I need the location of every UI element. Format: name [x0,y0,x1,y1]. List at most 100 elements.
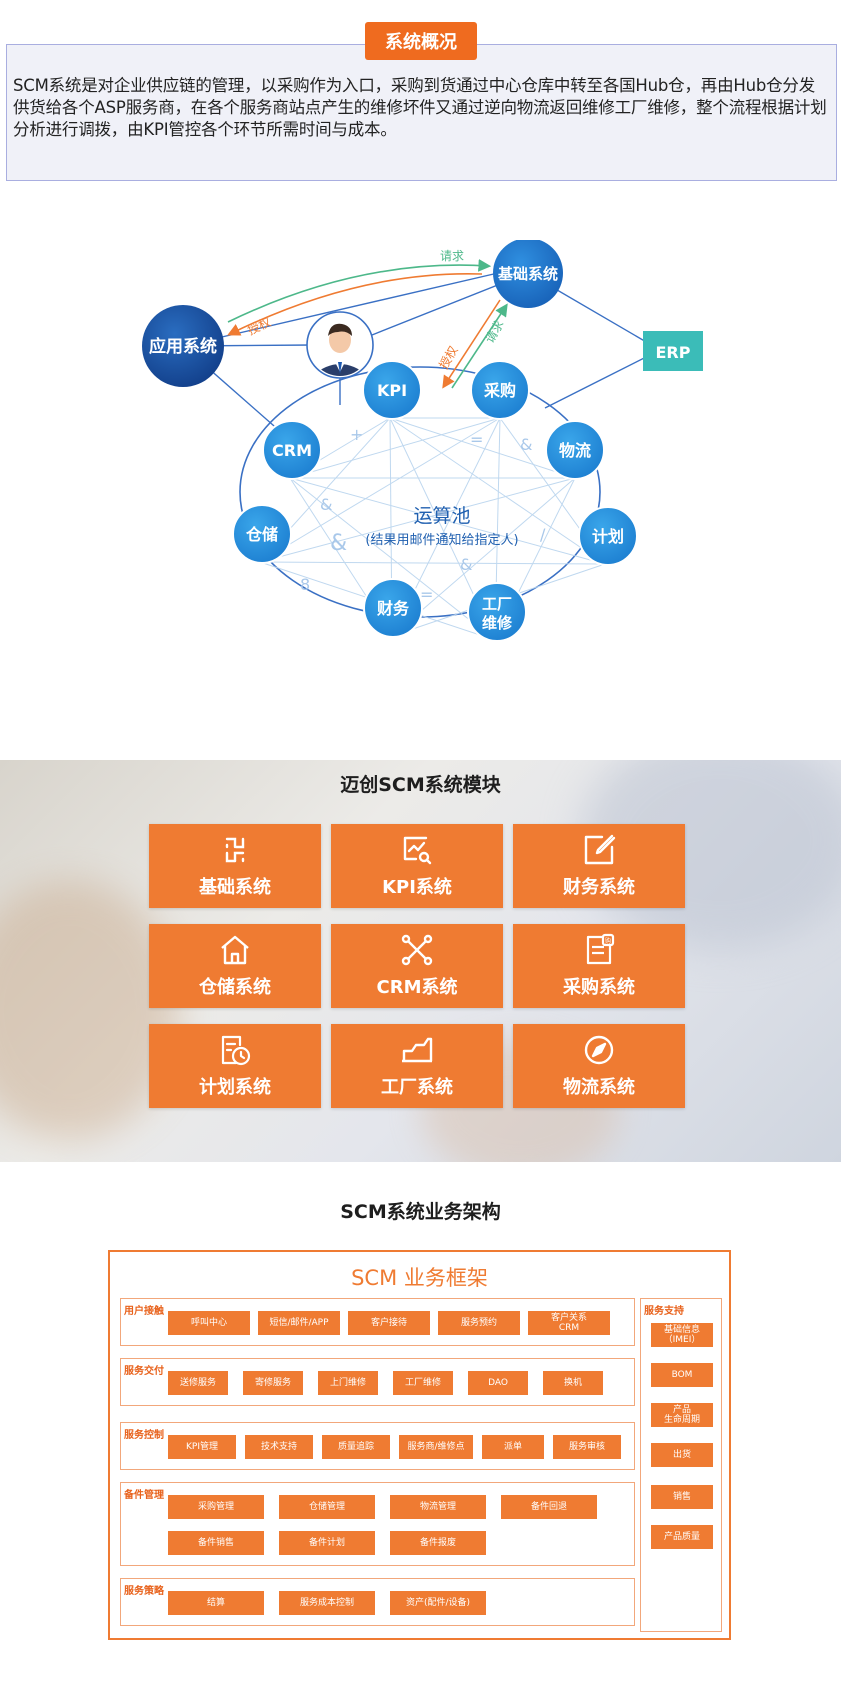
arch-chip[interactable]: 客户关系 CRM [528,1311,610,1335]
pool-node-label: 采购 [483,381,516,400]
group-service-strategy: 服务策略 结算 服务成本控制 资产(配件/设备) [120,1578,635,1626]
module-label: CRM系统 [376,977,458,998]
erp-label: ERP [656,343,691,362]
pool-node-circle [363,578,423,638]
erp-node [643,331,703,371]
arch-chip[interactable]: 备件计划 [279,1531,375,1555]
pool-node-label: 物流 [559,441,591,460]
module-factory-system[interactable]: 工厂系统 [331,1024,503,1108]
finance-edit-icon [584,834,616,865]
group-label: 用户接触 [124,1306,164,1317]
svg-text:/: / [540,525,546,544]
pool-node-label: CRM [272,441,312,460]
app-system-label: 应用系统 [149,336,217,357]
architecture-heading: SCM 业务框架 [351,1266,488,1290]
arch-chip[interactable]: 上门维修 [318,1371,378,1395]
arch-chip[interactable]: 工厂维修 [393,1371,453,1395]
support-chip[interactable]: 产品质量 [651,1525,713,1549]
arch-chip[interactable]: 服务成本控制 [279,1591,375,1615]
support-chip[interactable]: 出货 [651,1443,713,1467]
arch-chip[interactable]: 派单 [482,1435,544,1459]
group-label: 备件管理 [124,1490,164,1501]
support-chip[interactable]: 销售 [651,1485,713,1509]
pool-node-circle [578,506,638,566]
svg-text:&: & [330,531,347,556]
module-warehouse-system[interactable]: 仓储系统 [149,924,321,1008]
arch-chip[interactable]: 仓储管理 [279,1495,375,1519]
module-grid: 基础系统 KPI系统 财务系统 仓储系统 CRM系统 [149,824,685,1108]
arch-chip[interactable]: 备件销售 [168,1531,264,1555]
support-chip[interactable]: BOM [651,1363,713,1387]
module-label: 采购系统 [563,977,635,998]
svg-text:&: & [520,435,532,454]
module-crm-system[interactable]: CRM系统 [331,924,503,1008]
module-label: 计划系统 [199,1077,271,1098]
arch-chip[interactable]: 技术支持 [245,1435,313,1459]
pool-node-circle [362,360,422,420]
warehouse-house-icon [221,935,249,965]
app-system-node [142,305,224,387]
svg-text:=: = [470,430,483,449]
group-label: 服务交付 [124,1366,164,1377]
overview-tag: 系统概况 [365,22,477,60]
module-label: 仓储系统 [199,977,271,998]
arch-chip[interactable]: KPI管理 [168,1435,236,1459]
architecture-title: SCM系统业务架构 [340,1201,501,1223]
svg-text:8: 8 [300,575,310,594]
base-system-icon [225,837,245,863]
support-chip[interactable]: 基础信息 （IMEI） [651,1323,713,1347]
group-label: 服务控制 [124,1430,164,1441]
module-plan-system[interactable]: 计划系统 [149,1024,321,1108]
arch-chip[interactable]: 短信/邮件/APP [258,1311,340,1335]
arch-chip[interactable]: 寄修服务 [243,1371,303,1395]
module-purchase-system[interactable]: 购 采购系统 [513,924,685,1008]
arch-chip[interactable]: 送修服务 [168,1371,228,1395]
arch-chip[interactable]: 资产(配件/设备) [390,1591,486,1615]
pool-node-label: 仓储 [245,525,278,544]
arch-chip[interactable]: 备件回退 [501,1495,597,1519]
group-parts-management: 备件管理 采购管理 仓储管理 物流管理 备件回退 备件销售 备件计划 备件报废 [120,1482,635,1566]
arch-chip[interactable]: 物流管理 [390,1495,486,1519]
pool-node-label: 工厂 [482,595,512,613]
purchase-document-icon: 购 [586,933,615,965]
group-label: 服务策略 [124,1586,164,1597]
module-kpi-system[interactable]: KPI系统 [331,824,503,908]
connector-lines [182,272,661,441]
person-avatar-icon [306,311,374,379]
overview-box: SCM系统是对企业供应链的管理，以采购作为入口，采购到货通过中心仓库中转至各国H… [6,44,837,181]
module-label: 基础系统 [199,877,271,898]
request-arrow-top [227,259,492,323]
group-service-control: 服务控制 KPI管理 技术支持 质量追踪 服务商/维修点 派单 服务审核 [120,1422,635,1470]
module-logistics-system[interactable]: 物流系统 [513,1024,685,1108]
architecture-frame: SCM 业务框架 用户接触 呼叫中心 短信/邮件/APP 客户接待 服务预约 客… [108,1250,731,1640]
arch-chip[interactable]: 呼叫中心 [168,1311,250,1335]
arch-chip[interactable]: DAO [468,1371,528,1395]
module-label: KPI系统 [382,877,452,898]
arrow-request-label: 请求 [440,249,464,263]
arch-chip[interactable]: 质量追踪 [322,1435,390,1459]
pool-node-label: 维修 [482,614,513,632]
support-chip[interactable]: 产品 生命周期 [651,1403,713,1427]
module-label: 物流系统 [563,1077,635,1098]
arch-chip[interactable]: 服务审核 [553,1435,621,1459]
pool-node-circle [467,582,527,642]
module-finance-system[interactable]: 财务系统 [513,824,685,908]
arch-chip[interactable]: 客户接待 [348,1311,430,1335]
pool-node-label: KPI [377,381,407,400]
svg-text:购: 购 [605,937,611,945]
group-label: 服务支持 [644,1306,684,1317]
arch-chip[interactable]: 换机 [543,1371,603,1395]
arch-chip[interactable]: 备件报废 [390,1531,486,1555]
arch-chip[interactable]: 结算 [168,1591,264,1615]
authorize-arrow-top [227,272,483,336]
svg-text:&: & [460,555,472,574]
arch-chip[interactable]: 采购管理 [168,1495,264,1519]
svg-text:&: & [320,495,332,514]
modules-title: 迈创SCM系统模块 [340,774,501,796]
pool-node-circle [232,504,292,564]
arch-chip[interactable]: 服务商/维修点 [399,1435,473,1459]
module-label: 财务系统 [563,877,635,898]
system-network-diagram: &&& &+= /8= 请求 授权 请求 授权 应用系统 基础系统 [142,240,703,642]
module-base-system[interactable]: 基础系统 [149,824,321,908]
arch-chip[interactable]: 服务预约 [438,1311,520,1335]
